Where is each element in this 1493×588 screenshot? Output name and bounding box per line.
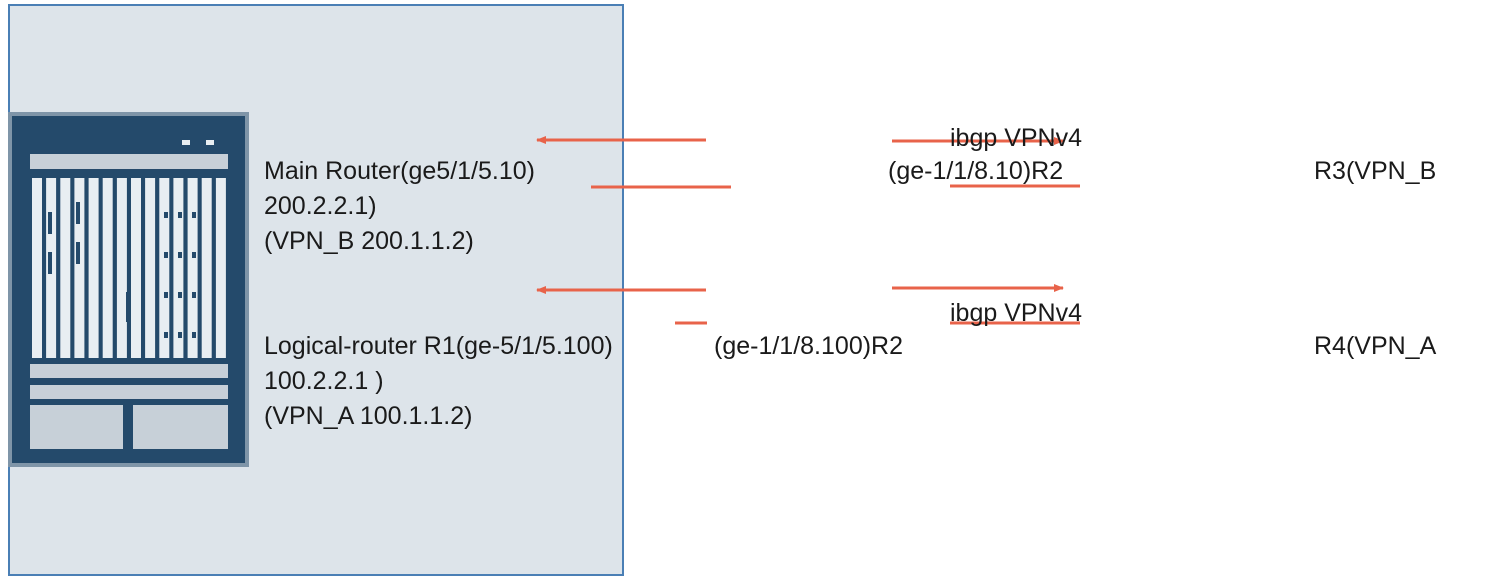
main-router-address: 200.2.2.1) xyxy=(264,192,377,220)
bottom-ibgp-label: ibgp VPNv4 xyxy=(950,299,1083,327)
router-chassis-icon xyxy=(8,112,249,467)
top-ibgp-label: ibgp VPNv4 xyxy=(950,124,1083,152)
main-router-vpn: (VPN_B 200.1.1.2) xyxy=(264,227,474,255)
r4-label: R4(VPN_A xyxy=(1314,332,1437,360)
logical-router-label: Logical-router R1(ge-5/1/5.100) xyxy=(264,332,613,360)
r3-label: R3(VPN_B xyxy=(1314,157,1437,185)
logical-router-address: 100.2.2.1 ) xyxy=(264,367,384,395)
top-r2-label: (ge-1/1/8.10)R2 xyxy=(888,157,1064,185)
main-router-label: Main Router(ge5/1/5.10) xyxy=(264,157,535,185)
bottom-r2-label: (ge-1/1/8.100)R2 xyxy=(714,332,904,360)
logical-router-vpn: (VPN_A 100.1.1.2) xyxy=(264,402,473,430)
